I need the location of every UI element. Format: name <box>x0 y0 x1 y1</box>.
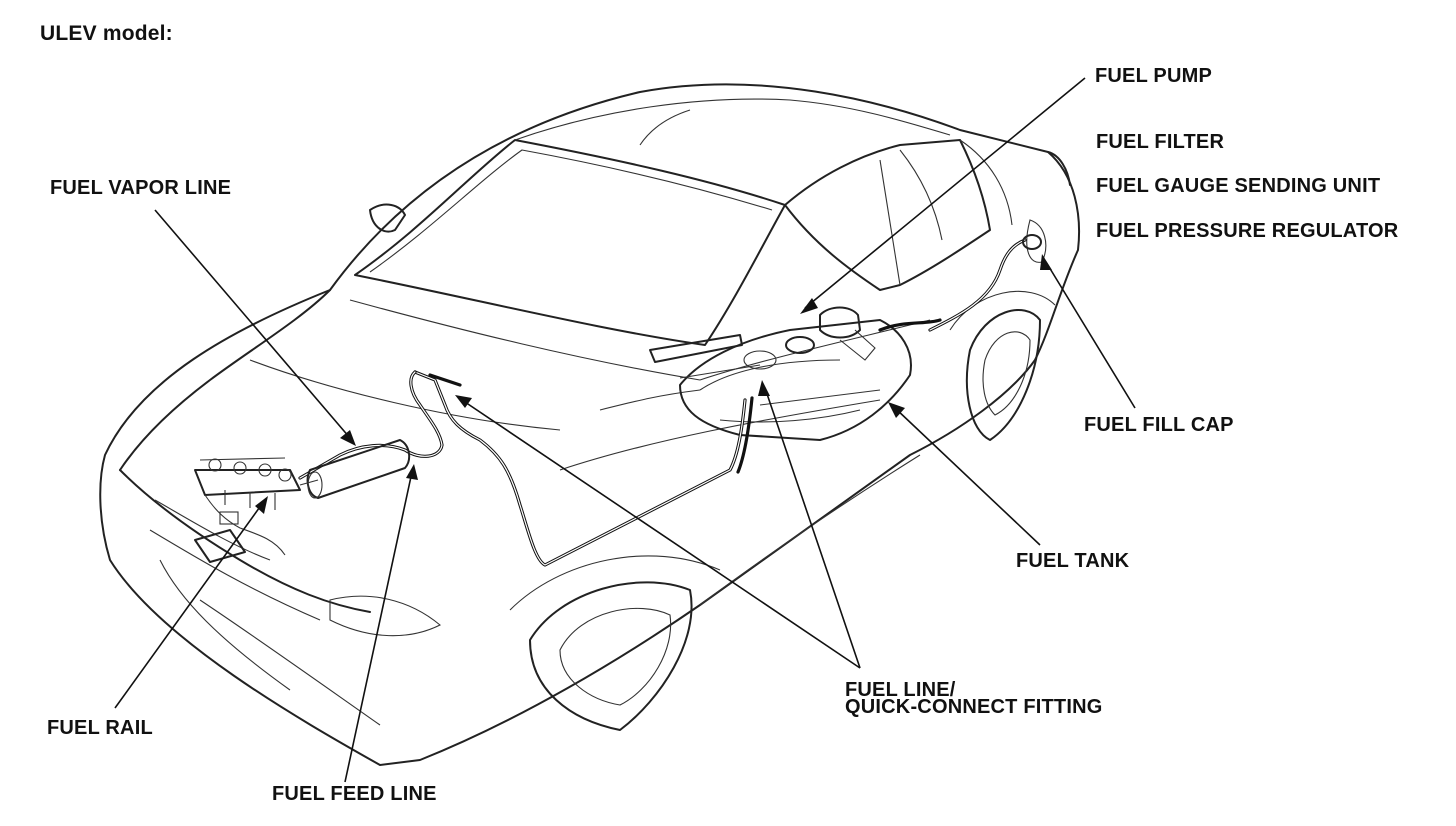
label-fuel-feed-line: FUEL FEED LINE <box>272 783 437 805</box>
label-fuel-line-quick-connect-line2: QUICK-CONNECT FITTING <box>845 696 1103 718</box>
label-fuel-fill-cap: FUEL FILL CAP <box>1084 414 1234 436</box>
label-fuel-line-quick-connect-line1: FUEL LINE/ <box>845 679 956 701</box>
label-fuel-gauge-sending-unit: FUEL GAUGE SENDING UNIT <box>1096 175 1381 197</box>
label-fuel-tank: FUEL TANK <box>1016 550 1130 572</box>
label-fuel-rail: FUEL RAIL <box>47 717 153 739</box>
car-body-outline <box>99 83 1081 766</box>
fuel-tank-assembly <box>649 234 1042 441</box>
label-fuel-vapor-line: FUEL VAPOR LINE <box>50 177 232 199</box>
label-fuel-pump: FUEL PUMP <box>1095 65 1212 87</box>
fuel-lines <box>298 370 754 567</box>
fuel-rail-assembly <box>194 457 319 556</box>
label-fuel-pressure-regulator: FUEL PRESSURE REGULATOR <box>1096 220 1399 242</box>
leader-lines <box>114 77 1136 783</box>
label-fuel-filter: FUEL FILTER <box>1096 131 1225 153</box>
diagram-title: ULEV model: <box>40 22 173 45</box>
